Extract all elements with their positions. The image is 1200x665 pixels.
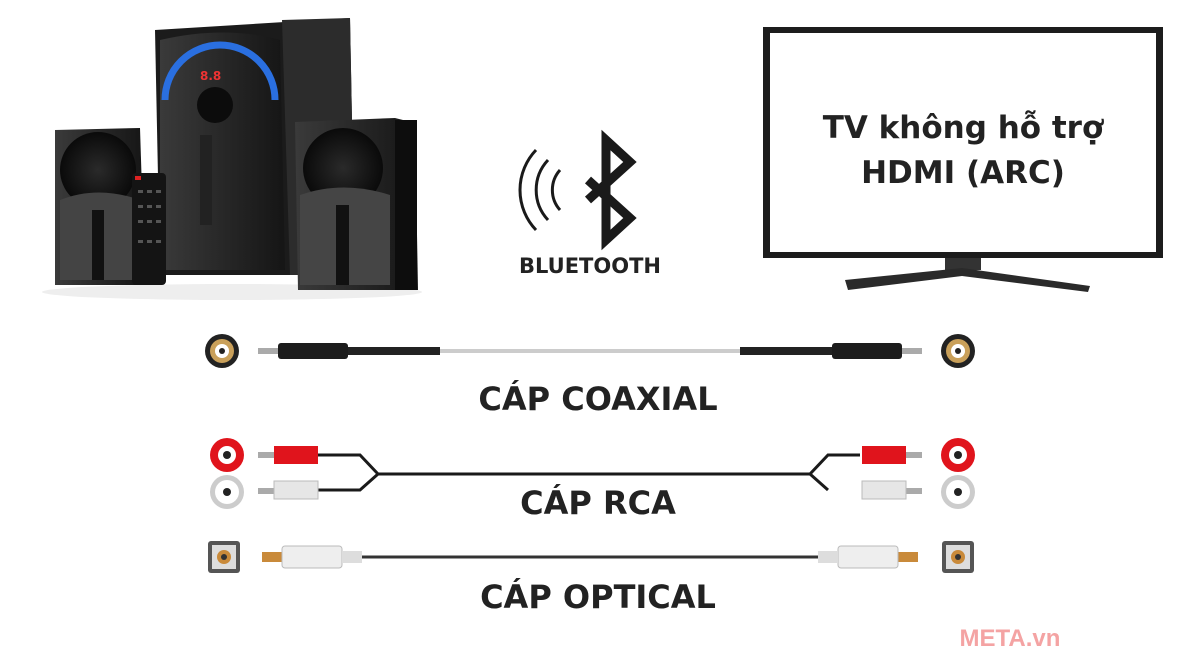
rca-cable	[210, 438, 975, 509]
tv-text-line2: HDMI (ARC)	[861, 155, 1065, 191]
rca-label: CÁP RCA	[520, 484, 676, 522]
watermark: META.vn	[960, 625, 1061, 652]
coaxial-cable	[205, 334, 975, 368]
optical-label: CÁP OPTICAL	[480, 578, 716, 616]
remote-control	[132, 173, 166, 285]
blue-light-ring	[161, 41, 279, 101]
svg-text:8.8: 8.8	[200, 69, 221, 83]
tv-text-line1: TV không hỗ trợ	[823, 110, 1104, 146]
bluetooth-label: BLUETOOTH	[519, 254, 661, 278]
tv-image	[763, 27, 1163, 292]
speaker-system-image: 8.8	[42, 18, 422, 300]
optical-cable	[208, 541, 974, 573]
bluetooth-icon	[518, 129, 637, 251]
coaxial-label: CÁP COAXIAL	[478, 380, 717, 418]
